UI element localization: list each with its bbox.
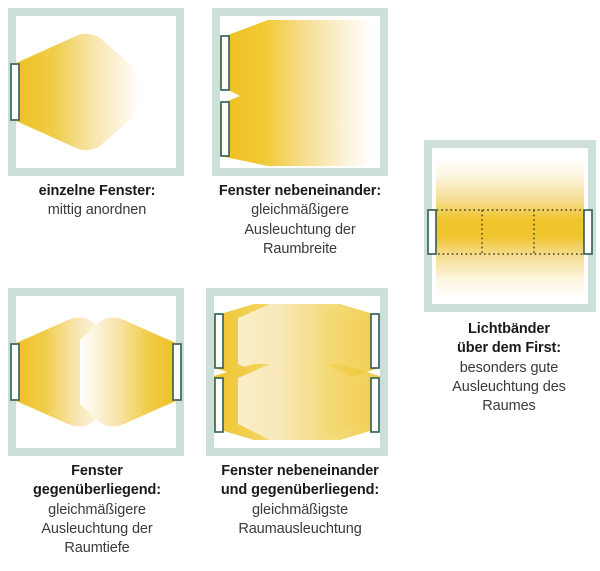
diagram-fenster-nebeneinander-svg — [212, 8, 388, 176]
caption-title: einzelne Fenster: — [38, 183, 156, 199]
caption-line: gleichmäßigere — [251, 202, 349, 219]
window-right-center — [172, 343, 182, 401]
diagram-nebeneinander-gegenueberliegend — [206, 288, 388, 456]
diagram-fenster-gegenueberliegend — [8, 288, 184, 456]
caption-title: gegenüberliegend: — [32, 482, 161, 499]
light-cone — [14, 33, 140, 151]
caption-line: Raumausleuchtung — [238, 520, 362, 537]
caption-title: Fenster nebeneinander — [221, 463, 379, 479]
roof-ridge-dotted-rectangle — [431, 209, 585, 255]
diagram-lichtbaender-svg — [424, 140, 596, 312]
light-cone-right — [80, 317, 178, 427]
caption-title: Fenster nebeneinander: — [218, 183, 382, 199]
caption-title: und gegenüberliegend: — [220, 482, 380, 499]
caption-fenster-nebeneinander: Fenster nebeneinander: gleichmäßigere Au… — [198, 182, 402, 259]
caption-lichtbaender: Lichtbänder über dem First: besonders gu… — [418, 320, 600, 416]
window-right-lower — [370, 377, 380, 433]
caption-line: mittig anordnen — [47, 202, 147, 219]
caption-line: Ausleuchtung der — [41, 520, 153, 537]
light-cone-right-upper — [238, 304, 380, 380]
caption-title: Lichtbänder — [468, 321, 550, 337]
light-cone-upper-lower-merged — [220, 20, 372, 166]
diagram-fenster-gegenueberliegend-svg — [8, 288, 184, 456]
caption-title: Fenster — [71, 463, 123, 479]
diagram-einzelne-fenster-svg — [8, 8, 184, 176]
caption-title: über dem First: — [456, 340, 562, 357]
diagram-einzelne-fenster — [8, 8, 184, 176]
window-right-upper — [370, 313, 380, 369]
caption-nebeneinander-gegenueberliegend: Fenster nebeneinander und gegenüberliege… — [196, 462, 404, 539]
caption-line: Raumes — [482, 398, 536, 415]
caption-line: Ausleuchtung der — [244, 221, 356, 238]
caption-line: Raumbreite — [263, 240, 337, 257]
window-left-band — [427, 209, 437, 255]
diagram-lichtbaender — [424, 140, 596, 312]
window-left-lower — [214, 377, 224, 433]
caption-fenster-gegenueberliegend: Fenster gegenüberliegend: gleichmäßigere… — [4, 462, 190, 558]
caption-line: Ausleuchtung des — [452, 378, 566, 395]
caption-line: gleichmäßigste — [251, 501, 349, 518]
caption-line: Raumtiefe — [64, 540, 130, 557]
window-left-upper — [214, 313, 224, 369]
light-band — [436, 158, 584, 298]
caption-line: gleichmäßigere — [48, 501, 146, 518]
window-left-upper — [220, 35, 230, 91]
light-cone-right-lower — [238, 364, 380, 440]
caption-line: besonders gute — [459, 359, 559, 376]
window-left-center — [10, 63, 20, 121]
window-left-lower — [220, 101, 230, 157]
diagram-nebeneinander-gegenueberliegend-svg — [206, 288, 388, 456]
window-right-band — [583, 209, 593, 255]
caption-einzelne-fenster: einzelne Fenster: mittig anordnen — [4, 182, 190, 221]
diagram-fenster-nebeneinander — [212, 8, 388, 176]
window-left-center — [10, 343, 20, 401]
